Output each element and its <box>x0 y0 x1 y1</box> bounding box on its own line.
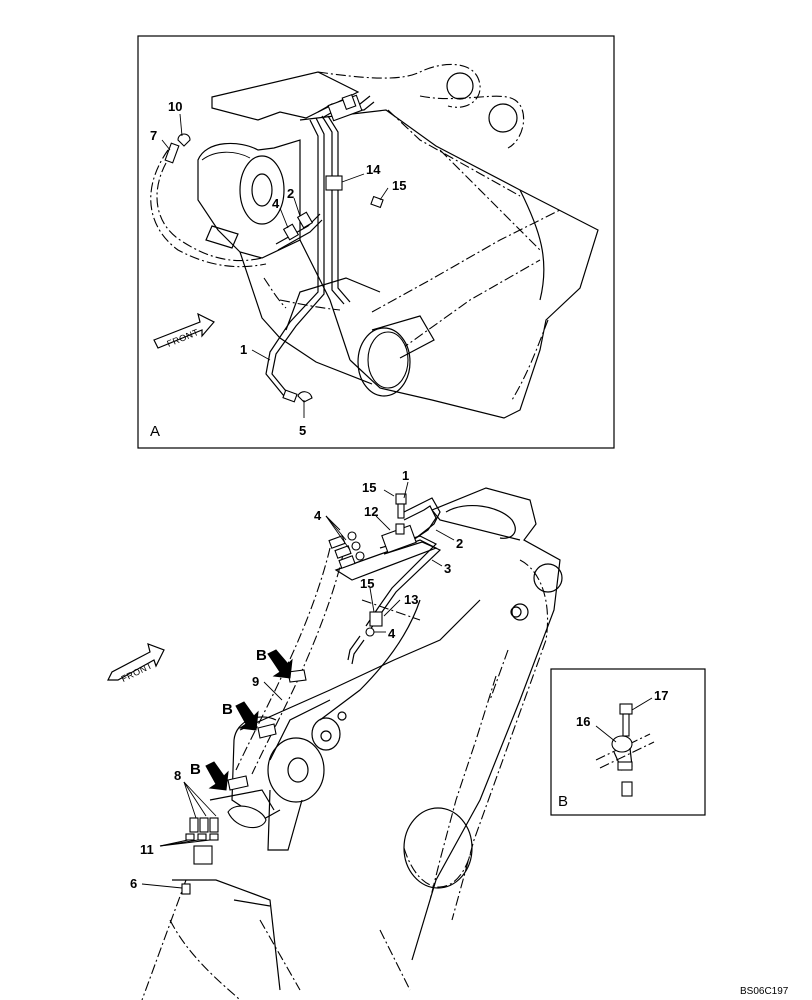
detail-b-frame <box>550 668 706 816</box>
callout-main-3: 3 <box>444 561 451 576</box>
callout-main-15-mid: 15 <box>360 576 374 591</box>
callout-a-10: 10 <box>168 99 182 114</box>
panel-b-label: B <box>558 793 568 810</box>
callout-main-2: 2 <box>456 536 463 551</box>
callout-a-14: 14 <box>366 162 381 177</box>
view-b-arrows <box>205 649 293 791</box>
callout-a-1: 1 <box>240 342 247 357</box>
front-arrow-main: FRONT <box>107 643 165 684</box>
arm-end-drawing-a <box>197 63 599 419</box>
detail-panel-a: FRONT 10 7 2 4 14 15 1 5 A <box>137 35 615 449</box>
callout-main-11: 11 <box>140 842 154 857</box>
callout-main-12: 12 <box>364 504 378 519</box>
callout-b-17: 17 <box>654 688 668 703</box>
leaders-main <box>141 481 455 889</box>
callout-main-b-3: B <box>190 761 201 778</box>
leaders-a <box>161 113 389 418</box>
callout-main-9: 9 <box>252 674 259 689</box>
drawing-code: BS06C197 <box>740 986 789 997</box>
detail-panel-b: 17 16 B <box>550 668 706 816</box>
front-label-a: FRONT <box>166 327 201 349</box>
callout-main-b-1: B <box>256 647 267 664</box>
callout-main-1: 1 <box>402 468 409 483</box>
callout-main-4-mid: 4 <box>388 626 396 641</box>
panel-a-label: A <box>150 423 160 440</box>
callout-a-5: 5 <box>299 423 306 438</box>
front-label-main: FRONT <box>120 660 154 684</box>
callout-main-8: 8 <box>174 768 181 783</box>
front-arrow-a: FRONT <box>153 312 215 349</box>
callout-a-7: 7 <box>150 128 157 143</box>
callout-a-2: 2 <box>287 186 294 201</box>
callout-a-15: 15 <box>392 178 406 193</box>
main-arm-drawing <box>141 487 563 1000</box>
pipe-assembly-main <box>181 493 442 895</box>
callout-main-15-top: 15 <box>362 480 376 495</box>
callout-main-4-top: 4 <box>314 508 322 523</box>
callout-b-16: 16 <box>576 714 590 729</box>
pipe-assembly-a <box>150 93 384 403</box>
callout-main-b-2: B <box>222 701 233 718</box>
callout-main-6: 6 <box>130 876 137 891</box>
callout-a-4: 4 <box>272 196 280 211</box>
detail-a-frame <box>137 35 615 449</box>
callout-main-13: 13 <box>404 592 418 607</box>
